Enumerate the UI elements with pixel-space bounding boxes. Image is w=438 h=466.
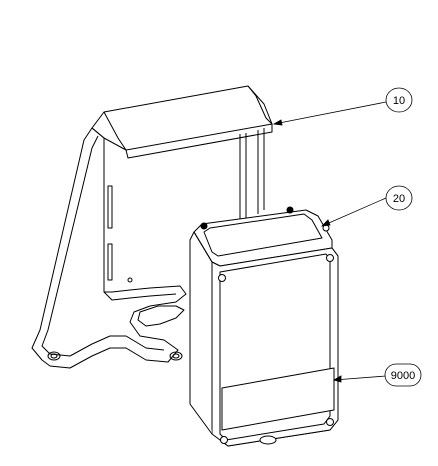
bracket-base-plate	[103, 291, 177, 301]
enclosure-screw-bottom-right	[326, 418, 334, 426]
leader-arrow-20	[320, 219, 331, 227]
bracket-slot-upper	[107, 185, 113, 229]
callouts	[272, 87, 422, 387]
leader-arrow-9000	[332, 375, 342, 383]
callout-label-20: 20	[393, 193, 405, 205]
callout-balloon-9000	[384, 363, 422, 387]
callout-balloon-20	[385, 185, 413, 211]
bracket-base-hole-left	[47, 351, 61, 361]
bracket-base-hole-left-inner	[50, 353, 58, 359]
bracket-base-hole-right	[169, 351, 183, 361]
enclosure-label-plate	[221, 367, 335, 431]
callout-labels: 10 20 9000	[391, 95, 415, 382]
enclosure-lid-top-inner	[203, 213, 323, 257]
enclosure-front-edge	[189, 231, 213, 435]
bracket-top-hood	[91, 85, 273, 151]
enclosure-screw-top-left	[218, 274, 226, 282]
bracket-top-hood-fold	[103, 111, 127, 151]
leader-line-9000	[333, 375, 387, 381]
enclosure-lid-screw-right	[286, 206, 294, 214]
bracket-slot-lower	[107, 243, 113, 281]
mounting-bracket	[31, 85, 273, 369]
bracket-base-cutout	[137, 305, 185, 327]
enclosure-lid-screw-left	[200, 222, 208, 230]
leader-arrow-10	[272, 119, 283, 126]
bracket-top-hood-edge	[125, 124, 273, 159]
leader-line-10	[273, 101, 387, 125]
enclosure-cable-gland	[259, 435, 277, 445]
enclosure-screw-bottom-left	[220, 436, 228, 444]
bracket-base-hole-right-inner	[172, 353, 180, 359]
callout-label-10: 10	[393, 95, 405, 107]
bracket-side-hole	[127, 277, 133, 283]
bracket-left-panel	[31, 127, 187, 369]
callout-label-9000: 9000	[391, 370, 415, 382]
enclosure-screw-top-right	[326, 254, 334, 262]
bracket-top-hood-rear	[247, 85, 273, 125]
bracket-rear-post	[239, 128, 265, 228]
enclosure-left-side	[193, 231, 213, 263]
bracket-left-panel-inner	[41, 135, 165, 357]
enclosure-box	[189, 206, 339, 447]
leader-line-20	[321, 197, 387, 227]
callout-balloon-10	[385, 87, 413, 113]
